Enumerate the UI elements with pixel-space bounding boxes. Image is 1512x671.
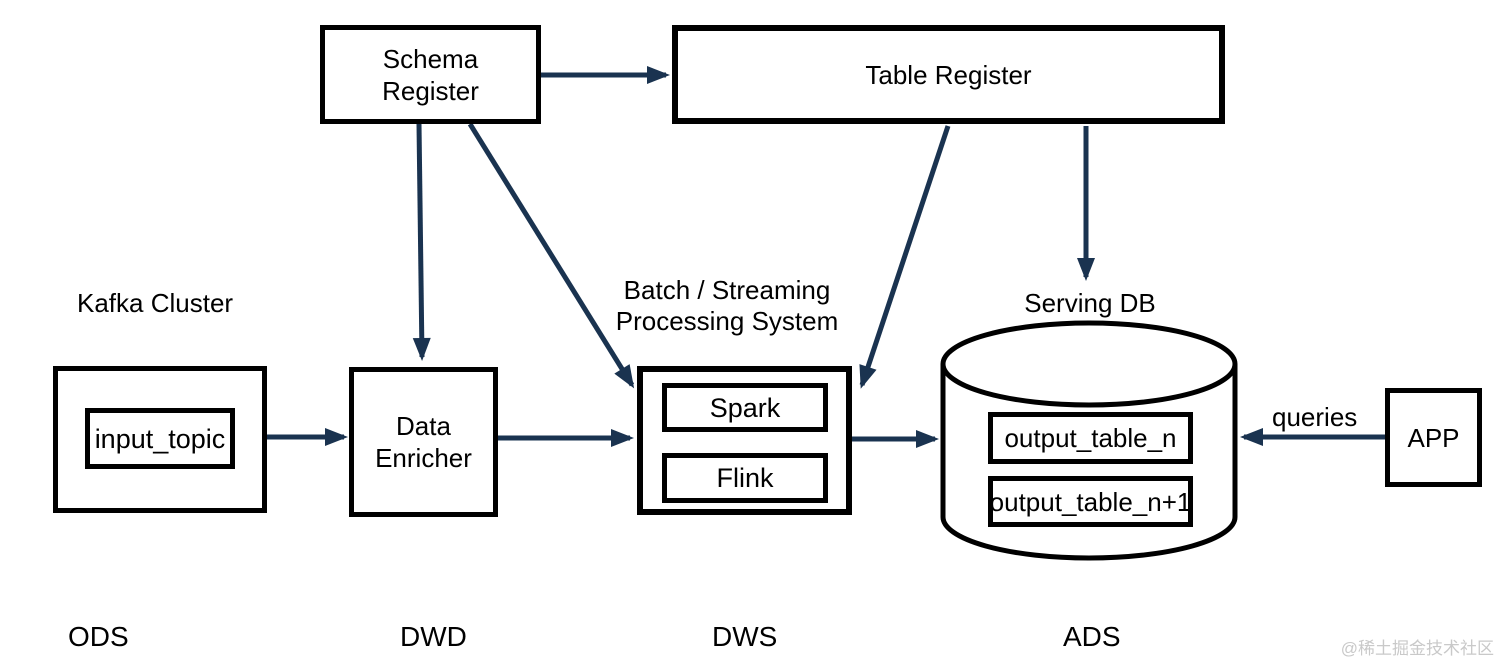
arrow-schema-to-processing: [467, 122, 635, 389]
serving-db-title: Serving DB: [1024, 288, 1156, 318]
input-topic-node: input_topic: [85, 408, 235, 469]
stage-label-dwd: DWD: [400, 621, 467, 652]
schema-register-label-line1: Schema: [382, 43, 479, 74]
arrow-schema-to-enricher: [412, 123, 431, 361]
data-enricher-label-line2: Enricher: [375, 443, 472, 473]
queries-edge-label: queries: [1272, 402, 1358, 432]
data-enricher-label-line1: Data: [396, 411, 451, 441]
schema-register-label-line2: Register: [382, 75, 479, 106]
table-register-node: Table Register: [672, 25, 1225, 124]
cylinder-top: [940, 320, 1238, 408]
schema-register-node: Schema Register: [320, 25, 541, 124]
stage-label-dws: DWS: [712, 621, 778, 652]
processing-title-line2: Processing System: [615, 306, 839, 336]
output-table-n1-label: output_table_n+1: [989, 486, 1192, 517]
output-table-n1-node: output_table_n+1: [988, 476, 1193, 527]
output-table-n-label: output_table_n: [1004, 423, 1177, 453]
kafka-cluster-title: Kafka Cluster: [77, 288, 234, 318]
output-table-n-node: output_table_n: [988, 412, 1193, 464]
input-topic-label: input_topic: [94, 423, 226, 454]
flink-engine-node: Flink: [662, 453, 828, 503]
spark-label: Spark: [709, 392, 781, 423]
processing-title-line1: Batch / Streaming: [623, 275, 831, 305]
processing-system-title: Batch / Streaming Processing System: [607, 275, 847, 337]
data-enricher-node: Data Enricher: [349, 367, 498, 517]
app-label: APP: [1407, 422, 1460, 453]
stage-label-ads: ADS: [1063, 621, 1121, 652]
spark-engine-node: Spark: [662, 383, 828, 432]
arrow-table-to-processing: [859, 125, 951, 389]
app-node: APP: [1385, 388, 1482, 487]
stage-label-ods: ODS: [68, 621, 129, 652]
flink-label: Flink: [716, 463, 774, 493]
table-register-label: Table Register: [865, 59, 1032, 90]
site-watermark: @稀土掘金技术社区: [1340, 639, 1494, 658]
